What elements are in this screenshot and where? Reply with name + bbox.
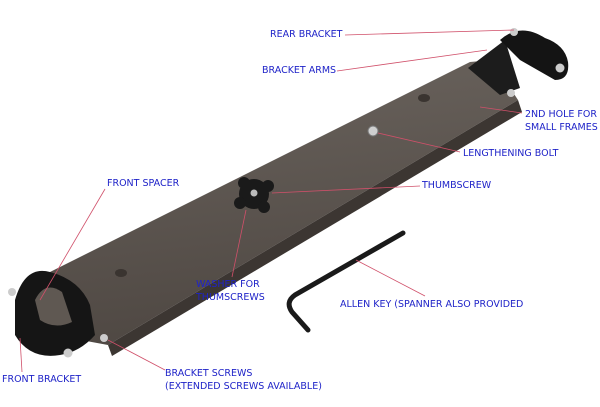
leader-front-spacer [39,188,106,301]
leader-rear-bracket [344,29,515,36]
label-washer-line1: WASHER FOR [196,279,260,290]
leader-lengthening-bolt [377,132,461,153]
label-washer-line2: THUMSCREWS [196,292,265,303]
main-bar [38,60,518,345]
bar-hole [115,269,127,277]
leader-allen-key [355,259,426,297]
front-bracket [8,270,108,358]
label-bracket-screws-line2: (EXTENDED SCREWS AVAILABLE) [165,381,322,392]
bar-hole [418,94,430,102]
rear-bracket [468,28,569,97]
label-bracket-screws-line1: BRACKET SCREWS [165,368,253,379]
label-bracket-arms: BRACKET ARMS [262,65,337,76]
allen-key [286,230,406,333]
label-rear-bracket: REAR BRACKET [270,29,343,40]
label-washer: WASHER FOR THUMSCREWS [196,278,265,304]
label-bracket-screws: BRACKET SCREWS (EXTENDED SCREWS AVAILABL… [165,367,322,393]
label-second-hole-line2: SMALL FRAMES [525,122,598,133]
label-front-bracket: FRONT BRACKET [2,374,82,385]
leader-bracket-arms [336,49,488,72]
label-second-hole-line1: 2ND HOLE FOR [525,109,597,120]
thumbscrew-knob [234,177,274,213]
leader-second-hole [479,106,523,114]
bar-side-edge [108,100,522,356]
label-allen-key: ALLEN KEY (SPANNER ALSO PROVIDED [340,299,524,310]
label-thumbscrew: THUMBSCREW [422,180,492,191]
leader-bracket-screws [107,339,166,371]
leader-lines [19,29,523,373]
lengthening-bolt [367,125,379,137]
label-front-spacer: FRONT SPACER [107,178,180,189]
label-second-hole: 2ND HOLE FOR SMALL FRAMES [525,108,598,134]
label-lengthening-bolt: LENGTHENING BOLT [463,148,559,159]
leader-washer [231,209,247,278]
leader-front-bracket [19,337,23,373]
leader-thumbscrew [271,185,421,194]
